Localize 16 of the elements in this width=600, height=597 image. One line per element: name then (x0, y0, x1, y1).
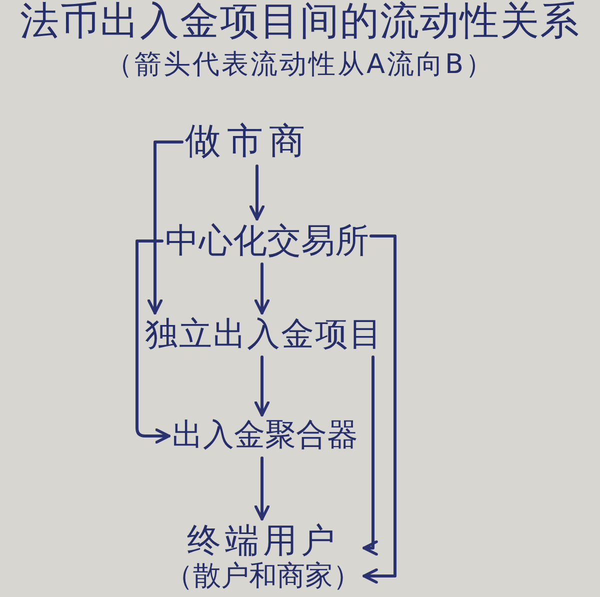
title: 法币出入金项目间的流动性关系 (19, 0, 581, 44)
arrow (254, 262, 270, 314)
arrow (136, 240, 170, 444)
subtitle-note: （箭头代表流动性从A流向B） (104, 50, 496, 80)
arrow (362, 356, 378, 556)
node-label: 独立出入金项目 (145, 316, 383, 353)
arrow (249, 164, 265, 220)
node-label: 中心化交易所 (165, 222, 369, 260)
arrow (254, 456, 270, 520)
node-label: 出入金聚合器 (172, 418, 358, 453)
arrow (147, 140, 184, 314)
node-label: 做市商 (185, 122, 311, 162)
arrow (254, 356, 270, 416)
node-label: 终端用户 (187, 522, 339, 560)
node-sublabel: （散户和商家） (165, 560, 361, 592)
arrow (362, 234, 396, 584)
